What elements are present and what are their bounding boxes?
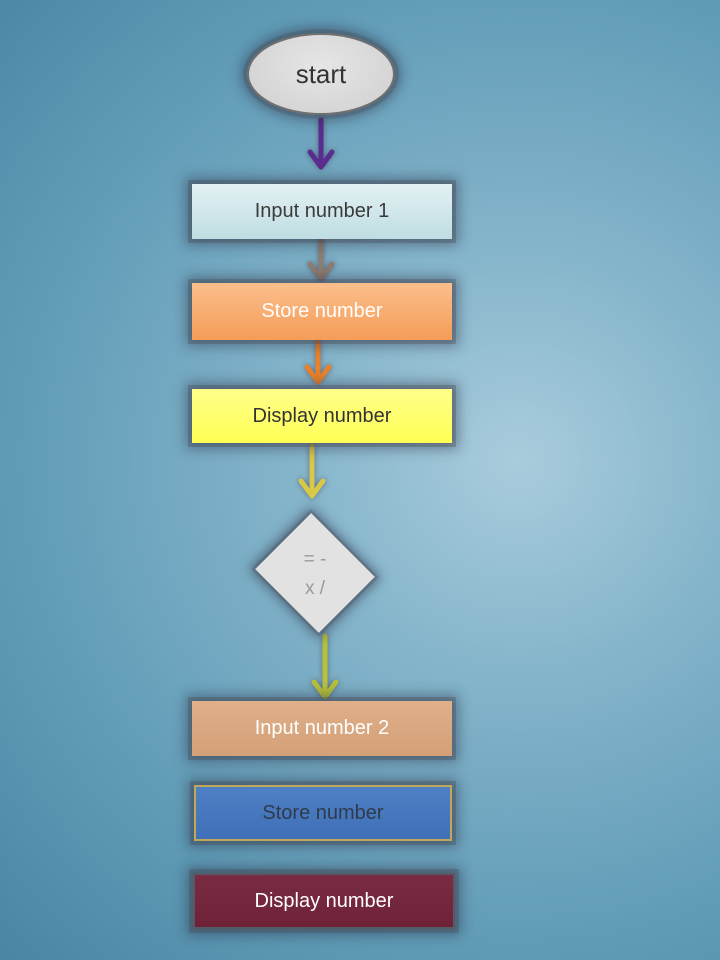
operator-decision-label: = - x / bbox=[265, 545, 365, 603]
store-number-2-label: Store number bbox=[262, 801, 384, 824]
arrow-head bbox=[307, 261, 335, 282]
arrow-head bbox=[307, 149, 335, 170]
input-number-1-label: Input number 1 bbox=[254, 200, 390, 222]
display-number-1-label: Display number bbox=[252, 404, 392, 427]
start-terminal: start bbox=[247, 33, 395, 115]
arrow-head bbox=[311, 679, 339, 700]
display-number-2-box: Display number bbox=[193, 873, 455, 929]
display-number-1-box: Display number bbox=[192, 389, 452, 443]
decision-line-1: = - bbox=[303, 549, 327, 570]
store-number-1-box: Store number bbox=[192, 283, 452, 340]
arrow-start-to-input1 bbox=[307, 117, 335, 170]
arrow-store1-to-display1 bbox=[304, 339, 332, 385]
start-label: start bbox=[295, 58, 347, 89]
arrow-head bbox=[298, 478, 326, 499]
store-number-1-label: Store number bbox=[261, 300, 383, 322]
store-number-2-box: Store number bbox=[194, 785, 452, 841]
decision-line-2: x / bbox=[304, 578, 326, 599]
input-number-1-box: Input number 1 bbox=[192, 184, 452, 239]
arrow-head bbox=[304, 364, 332, 385]
input-number-2-box: Input number 2 bbox=[192, 701, 452, 756]
arrow-display1-to-decision bbox=[298, 443, 326, 499]
input-number-2-label: Input number 2 bbox=[254, 717, 390, 739]
display-number-2-label: Display number bbox=[254, 889, 394, 912]
arrow-decision-to-input2 bbox=[311, 633, 339, 700]
arrow-input1-to-store1 bbox=[307, 237, 335, 282]
